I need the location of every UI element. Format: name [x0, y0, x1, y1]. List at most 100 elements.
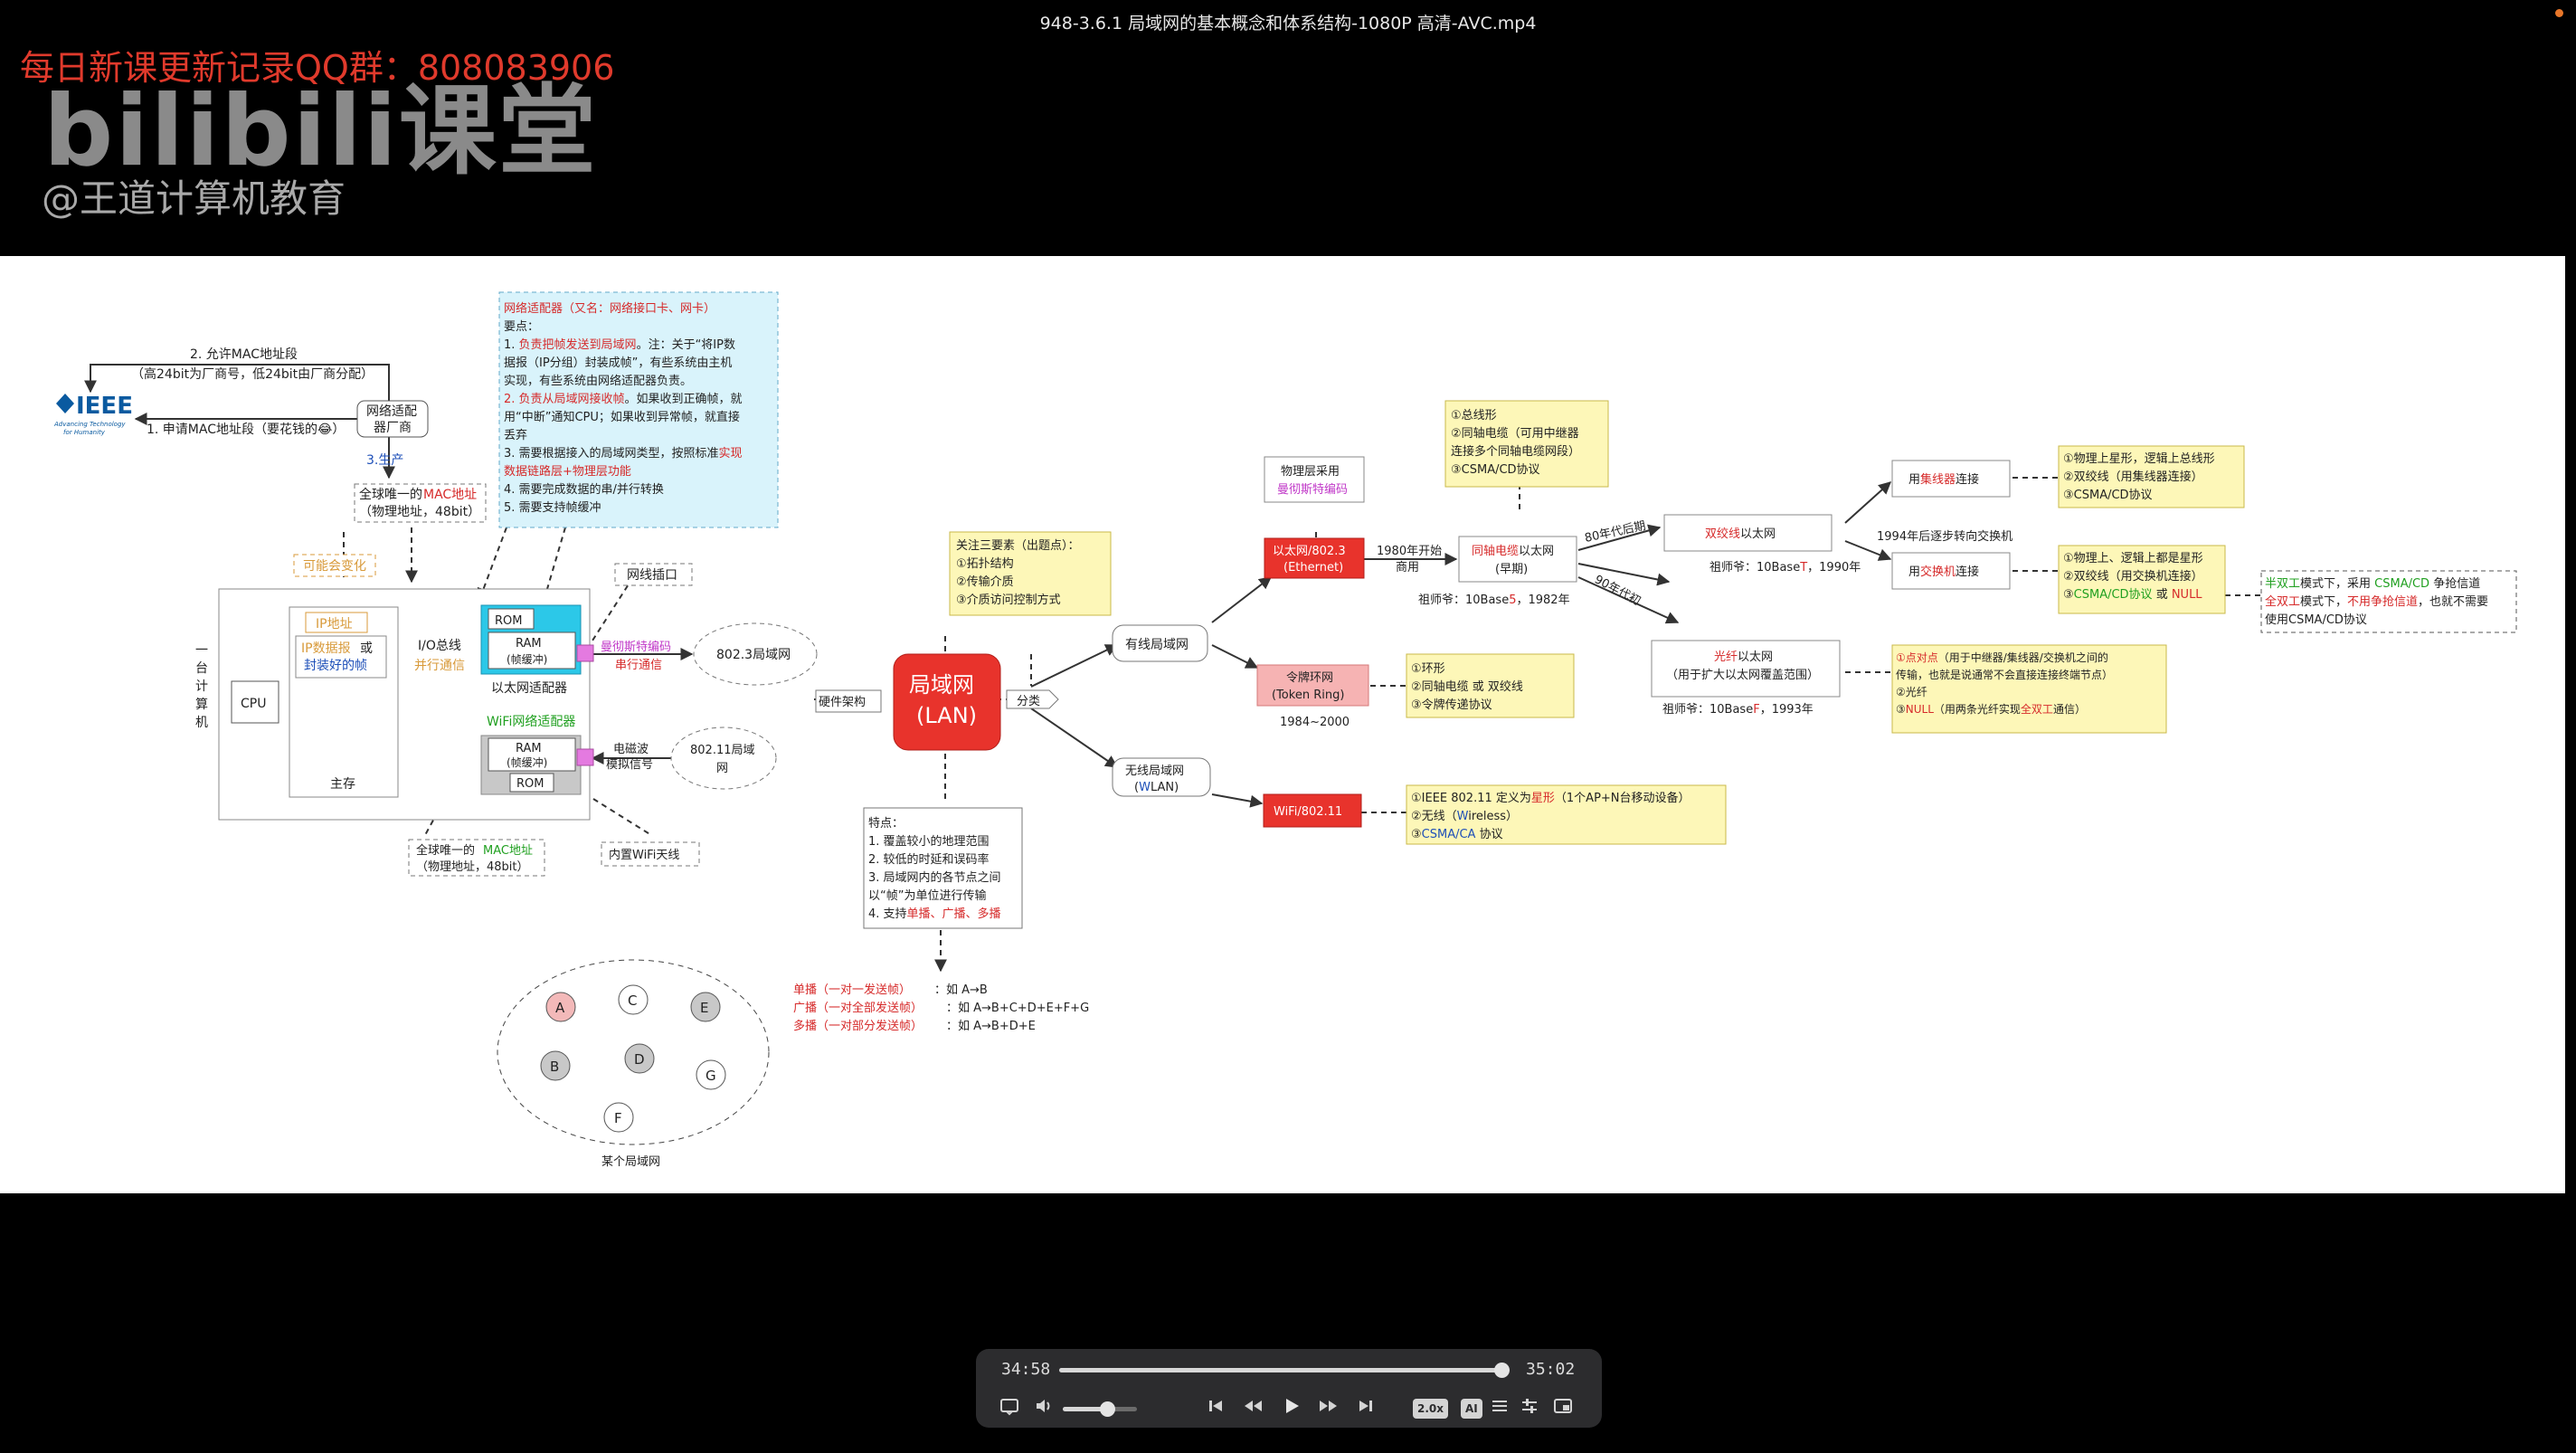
- seek-bar[interactable]: [1059, 1363, 1511, 1378]
- svg-text:以太网适配器: 以太网适配器: [491, 681, 567, 696]
- svg-text:（用于扩大以太网覆盖范围）: （用于扩大以太网覆盖范围）: [1666, 669, 1819, 682]
- svg-text:据报（IP分组）封装成帧”，有些系统由主机: 据报（IP分组）封装成帧”，有些系统由主机: [504, 356, 732, 370]
- volume-slider[interactable]: [1063, 1401, 1137, 1417]
- svg-text:③CSMA/CD协议 或 NULL: ③CSMA/CD协议 或 NULL: [2063, 588, 2202, 602]
- svg-text:③NULL（用两条光纤实现全双工通信）: ③NULL（用两条光纤实现全双工通信）: [1896, 702, 2086, 716]
- svg-text:分类: 分类: [1017, 695, 1040, 708]
- svg-text:802.3局域网: 802.3局域网: [716, 648, 791, 662]
- nic-note-box: 网络适配器（又名：网络接口卡、网卡） 要点： 1. 负责把帧发送到局域网。注：关…: [498, 291, 779, 528]
- svg-text:RAM: RAM: [516, 742, 542, 755]
- window-title: 948-3.6.1 局域网的基本概念和体系结构-1080P 高清-AVC.mp4: [1039, 13, 1537, 33]
- svg-text:祖师爷：10BaseF，1993年: 祖师爷：10BaseF，1993年: [1662, 703, 1814, 717]
- svg-text:③CSMA/CD协议: ③CSMA/CD协议: [1451, 463, 1540, 477]
- svg-text:I/O总线: I/O总线: [418, 639, 461, 653]
- svg-text:(WLAN): (WLAN): [1134, 781, 1179, 794]
- ai-button[interactable]: AI: [1461, 1399, 1482, 1419]
- svg-text:台: 台: [195, 661, 208, 676]
- svg-text:80年代后期: 80年代后期: [1584, 519, 1647, 546]
- svg-text:E: E: [700, 1000, 708, 1016]
- svg-text:(帧缓冲): (帧缓冲): [507, 755, 547, 769]
- playlist-icon[interactable]: [1489, 1396, 1511, 1421]
- lan-center: 硬件架构 局域网 (LAN) 分类 关注三要素（出题点）： ①拓扑结构 ②传输介…: [497, 531, 1112, 1169]
- seek-bar-fill: [1059, 1368, 1502, 1372]
- svg-text:D: D: [634, 1051, 645, 1068]
- svg-text:3. 局域网内的各节点之间: 3. 局域网内的各节点之间: [868, 870, 1001, 885]
- svg-text:IP地址: IP地址: [316, 617, 353, 632]
- svg-text:①IEEE 802.11 定义为星形（1个AP+N台移动设备: ①IEEE 802.11 定义为星形（1个AP+N台移动设备）: [1411, 791, 1690, 805]
- svg-text:网: 网: [716, 762, 728, 775]
- svg-text:90年代初: 90年代初: [1592, 573, 1643, 608]
- svg-text:②同轴电缆（可用中继器: ②同轴电缆（可用中继器: [1451, 426, 1579, 441]
- play-icon[interactable]: [1280, 1396, 1303, 1421]
- svg-text:②双绞线（用集线器连接）: ②双绞线（用集线器连接）: [2063, 470, 2203, 484]
- svg-text:MAC地址: MAC地址: [483, 844, 533, 858]
- svg-text:用“中断”通知CPU；如果收到异常帧，就直接: 用“中断”通知CPU；如果收到异常帧，就直接: [504, 410, 740, 424]
- svg-text:①总线形: ①总线形: [1451, 409, 1497, 423]
- qq-group-notice: 每日新课更新记录QQ群：808083906: [20, 48, 615, 88]
- playback-speed-button[interactable]: 2.0x: [1413, 1399, 1448, 1419]
- svg-text:双绞线以太网: 双绞线以太网: [1705, 527, 1776, 541]
- svg-text:：如 A→B: ：如 A→B: [934, 983, 988, 997]
- svg-text:单播（一对一发送帧）: 单播（一对一发送帧）: [793, 983, 911, 997]
- svg-text:连接多个同轴电缆网段）: 连接多个同轴电缆网段）: [1451, 444, 1580, 459]
- svg-text:②同轴电缆 或 双绞线: ②同轴电缆 或 双绞线: [1411, 679, 1523, 694]
- next-icon[interactable]: [1354, 1396, 1378, 1421]
- rewind-icon[interactable]: [1240, 1396, 1265, 1421]
- svg-text:CPU: CPU: [241, 697, 266, 711]
- svg-text:802.11局域: 802.11局域: [690, 744, 755, 757]
- svg-text:（高24bit为厂商号，低24bit由厂商分配）: （高24bit为厂商号，低24bit由厂商分配）: [131, 366, 374, 382]
- svg-text:曼彻斯特编码: 曼彻斯特编码: [1277, 483, 1348, 497]
- fast-forward-icon[interactable]: [1316, 1396, 1341, 1421]
- svg-text:②无线（Wireless）: ②无线（Wireless）: [1411, 810, 1518, 823]
- svg-text:(Ethernet): (Ethernet): [1283, 561, 1343, 575]
- svg-text:B: B: [550, 1059, 559, 1075]
- svg-text:ROM: ROM: [495, 614, 522, 628]
- svg-text:多播（一对部分发送帧）: 多播（一对部分发送帧）: [793, 1019, 923, 1033]
- svg-text:网络适配: 网络适配: [366, 404, 417, 419]
- subtitle-icon[interactable]: [998, 1396, 1021, 1421]
- svg-text:主存: 主存: [330, 777, 355, 792]
- svg-text:4. 需要完成数据的串/并行转换: 4. 需要完成数据的串/并行转换: [504, 482, 664, 497]
- previous-icon[interactable]: [1204, 1396, 1227, 1421]
- svg-text:①物理上星形，逻辑上总线形: ①物理上星形，逻辑上总线形: [2063, 452, 2215, 466]
- svg-text:用集线器连接: 用集线器连接: [1908, 472, 1979, 487]
- svg-text:MAC地址: MAC地址: [423, 488, 477, 502]
- volume-handle[interactable]: [1100, 1401, 1116, 1417]
- svg-text:电磁波: 电磁波: [613, 743, 649, 756]
- svg-text:同轴电缆以太网: 同轴电缆以太网: [1472, 544, 1554, 558]
- settings-sliders-icon[interactable]: [1519, 1396, 1540, 1421]
- svg-text:(Token Ring): (Token Ring): [1272, 689, 1344, 702]
- svg-text:3. 需要根据接入的局域网类型，按照标准实现: 3. 需要根据接入的局域网类型，按照标准实现: [504, 446, 743, 461]
- svg-text:可能会变化: 可能会变化: [303, 559, 366, 574]
- svg-text:G: G: [706, 1068, 716, 1084]
- seek-handle[interactable]: [1494, 1363, 1511, 1378]
- svg-text:物理层采用: 物理层采用: [1281, 465, 1340, 479]
- svg-text:内置WiFi天线: 内置WiFi天线: [609, 848, 679, 862]
- svg-text:(帧缓冲): (帧缓冲): [507, 652, 547, 666]
- video-frame-slide: IEEE Advancing Technology for Humanity 2…: [0, 256, 2565, 1193]
- svg-text:②光纤: ②光纤: [1896, 686, 1927, 698]
- volume-icon[interactable]: [1032, 1396, 1056, 1421]
- svg-text:半双工模式下，采用 CSMA/CD 争抢信道: 半双工模式下，采用 CSMA/CD 争抢信道: [2265, 576, 2480, 591]
- svg-text:算: 算: [195, 698, 208, 712]
- computer-block: 一 台 计 算 机 可能会变化 IP地址 IP数据报 或 封装好的帧 CPU 主…: [195, 554, 818, 877]
- elapsed-time: 34:58: [1001, 1360, 1051, 1379]
- svg-text:②传输介质: ②传输介质: [956, 575, 1014, 589]
- picture-in-picture-icon[interactable]: [1551, 1396, 1575, 1421]
- svg-text:C: C: [628, 992, 637, 1009]
- bilibili-logo: bilibili课堂: [43, 75, 598, 188]
- svg-text:1980年开始: 1980年开始: [1377, 545, 1442, 558]
- svg-text:有线局域网: 有线局域网: [1125, 638, 1189, 652]
- player-control-bar: 34:58 35:02 2.0x AI: [976, 1349, 1602, 1428]
- svg-text:串行通信: 串行通信: [615, 659, 662, 672]
- svg-text:2. 较低的时延和误码率: 2. 较低的时延和误码率: [868, 852, 990, 867]
- volume-fill: [1063, 1407, 1108, 1411]
- svg-text:丢弃: 丢弃: [504, 429, 527, 442]
- svg-text:数据链路层+物理层功能: 数据链路层+物理层功能: [504, 464, 631, 479]
- svg-text:传输，也就是说通常不会直接连接终端节点）: 传输，也就是说通常不会直接连接终端节点）: [1896, 668, 2113, 681]
- svg-text:for Humanity: for Humanity: [63, 429, 106, 436]
- svg-text:③令牌传递协议: ③令牌传递协议: [1411, 698, 1492, 712]
- window-title-bar: 948-3.6.1 局域网的基本概念和体系结构-1080P 高清-AVC.mp4: [0, 0, 2576, 43]
- svg-text:4. 支持单播、广播、多播: 4. 支持单播、广播、多播: [868, 907, 1001, 921]
- svg-text:1984~2000: 1984~2000: [1280, 716, 1350, 729]
